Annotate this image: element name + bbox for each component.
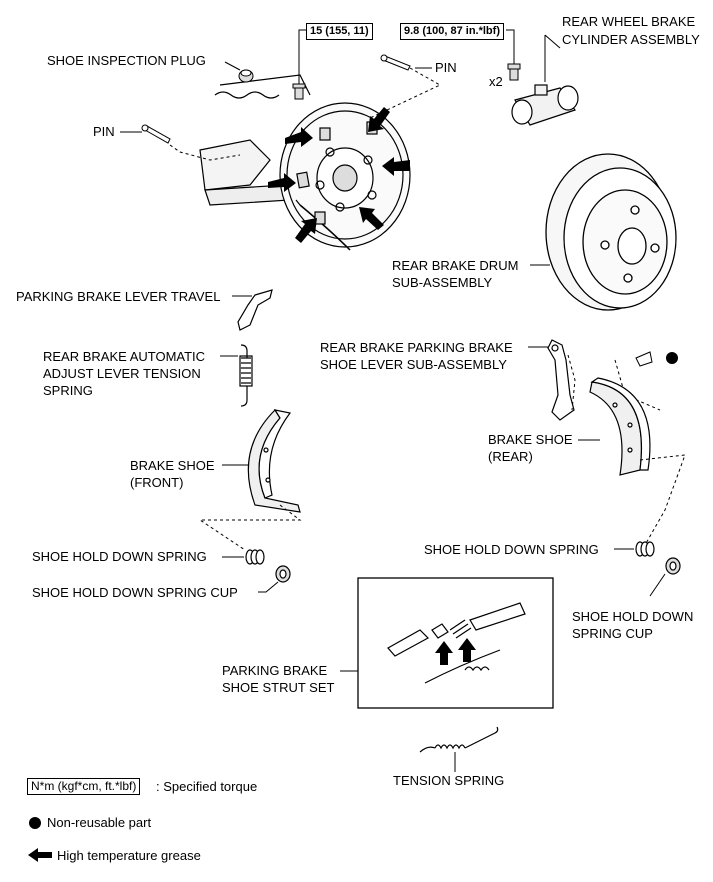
grease-arrows-backing-plate (268, 107, 410, 243)
label-adjust-spring-3: SPRING (43, 383, 93, 398)
pin-top (380, 54, 411, 71)
label-wheel-cylinder-1: REAR WHEEL BRAKE (562, 14, 696, 29)
torque-box-hub: 15 (155, 11) (306, 23, 373, 40)
label-hold-spring-left: SHOE HOLD DOWN SPRING (32, 549, 207, 564)
brake-shoe-rear (589, 377, 651, 476)
grease-arrows-strut (435, 638, 476, 665)
legend-nonreusable-icon (29, 817, 41, 829)
backing-plate-assembly (199, 74, 411, 251)
cylinder-bolt (507, 63, 521, 81)
label-drum-1: REAR BRAKE DRUM (392, 258, 519, 273)
brake-shoe-front (247, 409, 301, 513)
tension-spring-part (419, 726, 499, 753)
dashed-shoe-rear (639, 454, 686, 546)
label-shoe-front-1: BRAKE SHOE (130, 458, 215, 473)
dashed-pin-top (369, 67, 442, 119)
strut-set-box (357, 577, 554, 709)
hub-bolt (292, 83, 306, 100)
leader-inspection-plug (224, 61, 241, 71)
legend-torque-box: N*m (kgf*cm, ft.*lbf) (27, 778, 141, 795)
legend-nonreusable-text: Non-reusable part (47, 815, 152, 830)
wheel-cylinder (511, 84, 579, 126)
label-wheel-cylinder-2: CYLINDER ASSEMBLY (562, 32, 700, 47)
label-x2: x2 (489, 74, 503, 89)
torque-box-cylinder: 9.8 (100, 87 in.*lbf) (400, 23, 504, 40)
strut-set-parts (387, 602, 526, 684)
label-shoe-rear-1: BRAKE SHOE (488, 432, 573, 447)
label-hold-cup-right-1: SHOE HOLD DOWN (572, 609, 694, 624)
e-clip (635, 351, 653, 367)
dashed-shoe-front (198, 504, 302, 551)
label-hold-cup-left: SHOE HOLD DOWN SPRING CUP (32, 585, 238, 600)
shoe-inspection-plug (238, 69, 254, 83)
label-tension-spring: TENSION SPRING (393, 773, 505, 788)
label-strut-1: PARKING BRAKE (222, 663, 328, 678)
label-hold-spring-right: SHOE HOLD DOWN SPRING (424, 542, 599, 557)
brake-drum (545, 153, 677, 311)
label-shoe-inspection-plug: SHOE INSPECTION PLUG (47, 53, 206, 68)
leader-cylinder-bolt (506, 29, 515, 64)
label-strut-2: SHOE STRUT SET (222, 680, 335, 695)
leader-hub-bolt (298, 29, 306, 84)
pin-left (141, 124, 171, 144)
parking-brake-lever (547, 339, 575, 421)
hold-down-spring-right (635, 541, 655, 557)
lever-travel (237, 289, 273, 331)
hold-down-cup-left (275, 565, 291, 583)
legend-grease-arrow-icon (28, 848, 52, 862)
label-lever-travel: PARKING BRAKE LEVER TRAVEL (16, 289, 221, 304)
hold-down-cup-right (665, 557, 681, 575)
label-adjust-spring-1: REAR BRAKE AUTOMATIC (43, 349, 206, 364)
label-parking-lever-1: REAR BRAKE PARKING BRAKE (320, 340, 513, 355)
label-pin-top: PIN (435, 60, 457, 75)
label-hold-cup-right-2: SPRING CUP (572, 626, 653, 641)
label-parking-lever-2: SHOE LEVER SUB-ASSEMBLY (320, 357, 507, 372)
label-pin-left: PIN (93, 124, 115, 139)
legend-grease-text: High temperature grease (57, 848, 201, 863)
label-adjust-spring-2: ADJUST LEVER TENSION (43, 366, 201, 381)
adjust-lever-tension-spring (239, 344, 253, 407)
legend-torque-desc: : Specified torque (156, 779, 258, 794)
label-shoe-front-2: (FRONT) (130, 475, 184, 490)
label-drum-2: SUB-ASSEMBLY (392, 275, 493, 290)
dashed-pin-left (169, 144, 241, 161)
leader-wheel-cylinder (544, 34, 561, 49)
label-shoe-rear-2: (REAR) (488, 449, 533, 464)
hold-down-spring-left (245, 549, 265, 565)
nonreusable-marker (666, 352, 678, 364)
